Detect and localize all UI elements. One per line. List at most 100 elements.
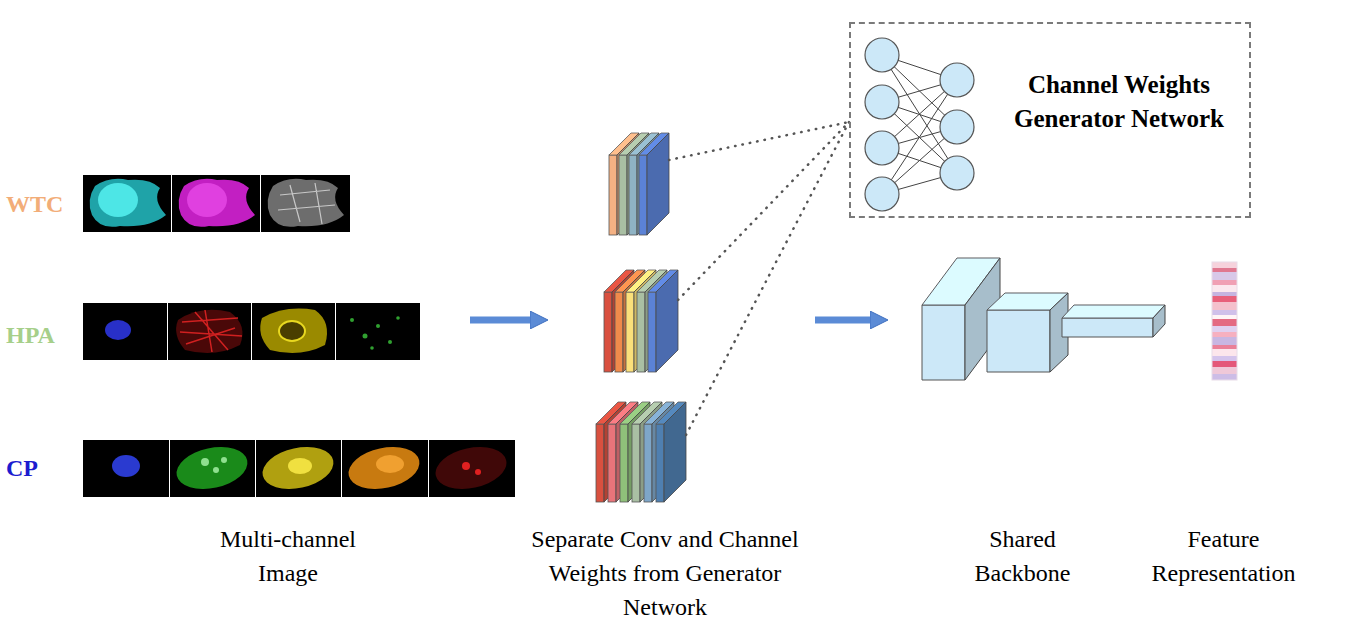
conv-stack [596,402,686,502]
hpa-images [350,318,354,322]
feature-vector [1212,262,1237,380]
backbone: Shared Backbone [888,258,1165,380]
feature-vector [1212,345,1237,349]
wtc-images [278,183,335,224]
caption: Shared Backbone [965,522,1080,590]
node-title: Channel Weights Generator Network [1010,68,1228,136]
feature-vector [1212,292,1237,296]
hpa-images [363,334,368,339]
cp-images [288,458,312,474]
cp-images [259,441,338,495]
row-label: WTC [6,187,63,221]
conv-stack [664,402,686,502]
cp-images [169,440,170,497]
conv-stack [604,270,678,372]
feature-vector [1212,337,1237,345]
image-group: Multi-channel Image [83,175,470,500]
neural-net-icon [865,131,899,165]
conv-stack [656,270,678,372]
feature-vector [1212,349,1237,356]
neural-net-icon [940,110,974,144]
conv-stack [629,155,637,235]
dotted-link [678,122,849,300]
feature-vector [1212,262,1237,380]
conv-stack [639,155,647,235]
cp-images [341,440,342,497]
neural-net-icon [865,38,899,72]
feature-vector [1212,296,1237,302]
conv-stack [656,424,664,502]
row-label: HPA [6,318,55,352]
cp-images [112,455,140,477]
feature-vector [1212,374,1237,380]
conv-stack [615,292,623,372]
wtc-images [260,175,261,232]
flow-arrow [815,317,876,324]
conv-stack [619,155,627,235]
conv-stack [626,292,634,372]
neural-net-icon [865,85,899,119]
row-label: CP [6,451,38,485]
feature-vector [1212,361,1237,367]
feature-vector [1212,326,1237,332]
conv-stack [620,424,628,502]
conv-stack [644,424,652,502]
cp-images [475,469,481,475]
feature-vector [1212,280,1237,285]
wtc-images [83,175,350,232]
feature-vector [1212,268,1237,272]
cp-images [345,441,424,495]
hpa-images [370,346,374,350]
hpa-images [83,303,420,360]
wtc-images [83,175,350,232]
neural-net-icon [865,38,974,211]
conv-stack [648,292,656,372]
hpa-images [167,303,168,360]
backbone-blocks [1062,305,1165,318]
hpa-images [260,309,327,353]
feature-vector [1212,285,1237,292]
wtc-images [90,179,166,227]
feature-vector [1212,310,1237,315]
caption: Multi-channel Image [198,522,378,590]
cp-images [255,440,256,497]
conv-stack [604,292,612,372]
backbone-blocks [922,305,965,380]
cp-images [376,455,404,473]
feature-vector [1212,356,1237,361]
cp-images [173,441,252,495]
hpa-images [83,303,420,360]
backbone-blocks [1062,318,1153,337]
feature-vector [1212,367,1237,374]
conv-stack [647,133,669,235]
conv-stack [608,424,616,502]
hpa-images [335,303,336,360]
caption: Feature Representation [1136,522,1311,590]
conv-stack [637,292,645,372]
neural-net-icon [940,63,974,97]
backbone-blocks [987,310,1050,372]
wtc-images [98,183,138,217]
neural-net-icon [865,38,974,211]
cp-images [428,440,429,497]
generator-box: Channel Weights Generator Network [849,22,1251,218]
conv-stack [609,133,669,235]
hpa-images [176,310,242,353]
feature-vector [1212,262,1237,268]
feature-vector [1212,302,1237,310]
feature-vector [1212,272,1237,280]
wtc-images [171,175,172,232]
wtc-images [179,179,255,227]
hpa-images [251,303,252,360]
cp-images [462,462,470,470]
cp-images [83,440,515,497]
cp-images [201,458,209,466]
conv-stack [632,424,640,502]
hpa-images [396,316,400,320]
hpa-images [376,324,380,328]
feature-vector [1212,332,1237,337]
caption: Separate Conv and Channel Weights from G… [521,522,809,624]
flow-arrow [470,317,536,324]
